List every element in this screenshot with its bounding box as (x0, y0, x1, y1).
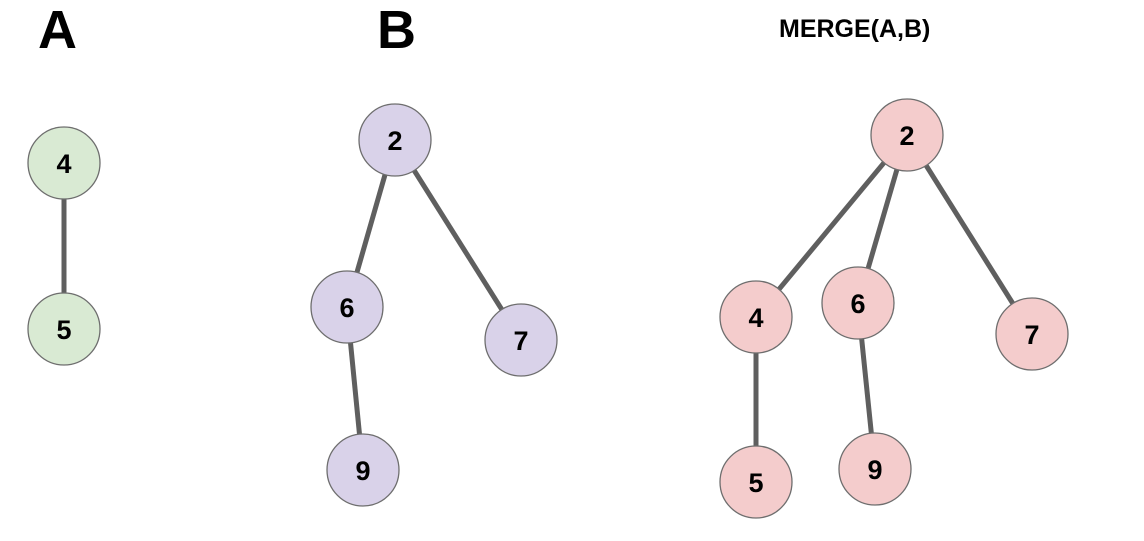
node-circle-MERGE-5 (719, 445, 793, 519)
node-value-B-7: 7 (513, 326, 528, 356)
node-B-9: 9 (326, 433, 400, 507)
node-value-MERGE-2: 2 (899, 121, 914, 151)
node-circle-B-9 (326, 433, 400, 507)
node-MERGE-7: 7 (995, 297, 1069, 371)
node-MERGE-6: 6 (821, 266, 895, 340)
node-MERGE-4: 4 (719, 280, 793, 354)
node-value-B-9: 9 (355, 456, 370, 486)
edge-MERGE-2-4 (754, 133, 909, 319)
edge-B-2-7 (392, 138, 524, 342)
node-MERGE-9: 9 (838, 432, 912, 506)
node-value-A-5: 5 (56, 315, 71, 345)
node-B-6: 6 (310, 270, 384, 344)
node-B-7: 7 (484, 303, 558, 377)
node-value-MERGE-7: 7 (1024, 320, 1039, 350)
node-circle-MERGE-6 (821, 266, 895, 340)
node-value-MERGE-4: 4 (748, 303, 763, 333)
merge-result-label: MERGE(A,B) (779, 15, 931, 43)
node-circle-B-2 (358, 103, 432, 177)
node-circle-A-5 (27, 292, 101, 366)
node-A-5: 5 (27, 292, 101, 366)
node-value-MERGE-9: 9 (867, 455, 882, 485)
node-value-MERGE-6: 6 (850, 289, 865, 319)
node-value-A-4: 4 (56, 149, 71, 179)
node-circle-MERGE-7 (995, 297, 1069, 371)
node-circle-B-7 (484, 303, 558, 377)
tree-b-label: B (377, 0, 416, 60)
node-B-2: 2 (358, 103, 432, 177)
node-value-B-6: 6 (339, 293, 354, 323)
node-circle-MERGE-4 (719, 280, 793, 354)
node-value-MERGE-5: 5 (748, 468, 763, 498)
node-circle-MERGE-9 (838, 432, 912, 506)
node-circle-MERGE-2 (870, 98, 944, 172)
node-A-4: 4 (27, 126, 101, 200)
node-circle-A-4 (27, 126, 101, 200)
tree-a-label: A (38, 0, 77, 60)
edge-MERGE-2-7 (904, 133, 1035, 336)
node-MERGE-5: 5 (719, 445, 793, 519)
node-circle-B-6 (310, 270, 384, 344)
node-value-B-2: 2 (387, 126, 402, 156)
node-MERGE-2: 2 (870, 98, 944, 172)
